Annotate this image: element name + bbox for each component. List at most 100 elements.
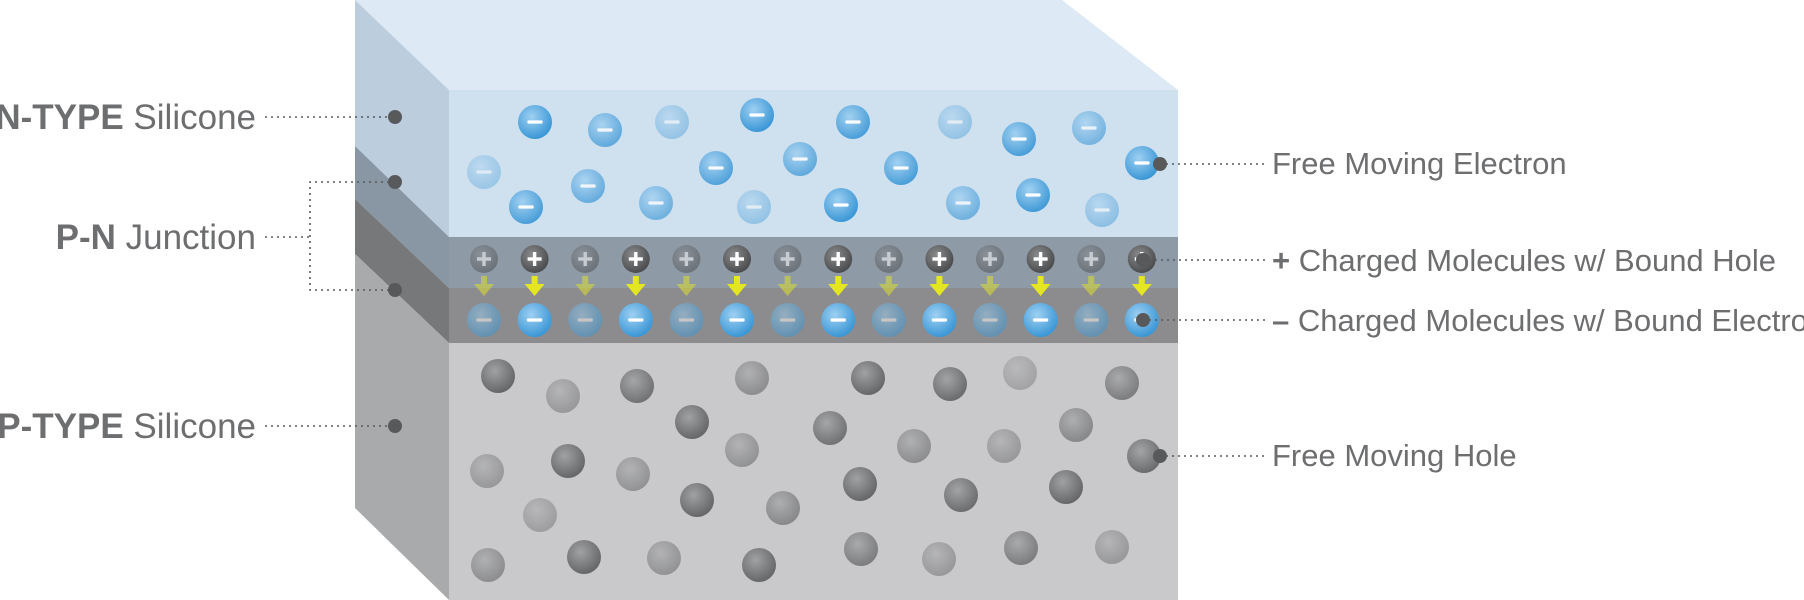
free-electron (938, 105, 972, 139)
free-hole (675, 405, 709, 439)
free-electron (588, 113, 622, 147)
bound-hole-molecule (571, 245, 600, 273)
free-hole (1049, 470, 1083, 504)
free-hole (546, 379, 580, 413)
dot-pn-lower (388, 283, 402, 297)
bound-hole-molecule (621, 245, 650, 273)
bound-electron-molecule (568, 303, 603, 337)
n-layer-side-face (355, 0, 449, 237)
free-electron (509, 190, 543, 224)
charged-hole-label: + Charged Molecules w/ Bound Hole (1272, 245, 1776, 276)
free-hole (987, 429, 1021, 463)
free-hole (647, 541, 681, 575)
bound-hole-molecule (723, 245, 751, 273)
bound-electron-molecule (618, 303, 653, 337)
free-hole (742, 548, 776, 582)
free-hole (470, 454, 504, 488)
bound-electron-molecule (922, 303, 957, 337)
free-hole (1059, 408, 1093, 442)
attraction-arrow (1081, 276, 1102, 296)
charged-electron-text: Charged Molecules w/ Bound Electron (1289, 303, 1804, 338)
free-electron (884, 151, 918, 185)
bound-electron-molecule (871, 303, 906, 337)
charged-electron-symbol: – (1272, 303, 1290, 338)
attraction-arrow (828, 276, 849, 296)
pn-electron-band (449, 288, 1178, 343)
free-electron-label: Free Moving Electron (1272, 146, 1567, 181)
free-electron (836, 105, 870, 139)
pn-junction-label-rest: Junction (115, 218, 256, 257)
junction-molecules (467, 245, 1159, 337)
attraction-arrow (625, 276, 646, 296)
dot-charged-hole (1136, 253, 1150, 267)
bound-hole-molecule (1026, 245, 1055, 273)
free-electrons (467, 98, 1159, 227)
free-electron (1125, 146, 1159, 180)
free-hole (1105, 366, 1139, 400)
free-hole (897, 429, 931, 463)
bound-hole-molecule (976, 245, 1004, 273)
bound-electron-molecule (467, 303, 501, 337)
free-hole (944, 478, 978, 512)
leader-lines (265, 116, 1265, 457)
free-electron (946, 186, 980, 220)
leader-pn-bracket (309, 181, 395, 291)
bound-hole-molecule (773, 245, 802, 273)
free-hole (766, 491, 800, 525)
attraction-arrow (676, 276, 697, 296)
free-holes (470, 356, 1161, 582)
free-electron (740, 98, 774, 132)
attraction-arrow (878, 276, 899, 296)
free-electron (518, 105, 552, 139)
free-hole (616, 457, 650, 491)
attraction-arrow (777, 276, 798, 296)
free-hole (523, 498, 557, 532)
free-electron (783, 142, 817, 176)
bound-electron-molecule (1074, 303, 1109, 337)
free-hole (844, 532, 878, 566)
dot-free-hole (1153, 449, 1167, 463)
bound-electron-molecule (821, 303, 856, 337)
charged-electron-label: – Charged Molecules w/ Bound Electron (1272, 305, 1804, 336)
bound-electron-molecule (517, 303, 552, 337)
free-electron (571, 169, 605, 203)
free-electron (639, 186, 673, 220)
pn-hole-band (449, 237, 1178, 288)
bound-hole-molecule (672, 245, 701, 273)
free-hole (1127, 439, 1161, 473)
bound-hole-molecule (874, 245, 903, 273)
charged-hole-symbol: + (1272, 243, 1291, 278)
bound-hole-molecule (520, 245, 549, 273)
free-hole (481, 359, 515, 393)
charged-hole-text: Charged Molecules w/ Bound Hole (1290, 243, 1777, 278)
attraction-arrow (1030, 276, 1051, 296)
dot-charged-electron (1136, 313, 1150, 327)
attraction-arrow (524, 276, 545, 296)
attraction-arrow (980, 276, 1000, 296)
attraction-arrow (575, 276, 596, 296)
free-hole (725, 433, 759, 467)
free-electron (1072, 111, 1106, 145)
n-layer-top-face (355, 0, 1178, 90)
free-electron (1085, 193, 1119, 227)
bound-electron-molecule (1023, 303, 1058, 337)
bound-electron-molecule (770, 303, 805, 337)
free-electron (699, 151, 733, 185)
free-electron (467, 155, 501, 189)
free-hole (1003, 356, 1037, 390)
dot-free-electron (1153, 157, 1167, 171)
attraction-arrow (474, 276, 494, 296)
bound-electron-molecule (973, 303, 1007, 337)
free-electron (1002, 122, 1036, 156)
pn-junction-label-bold: P-N (55, 218, 116, 257)
pn-electron-side-face (355, 199, 449, 343)
free-hole (843, 467, 877, 501)
free-hole (567, 540, 601, 574)
free-hole (851, 361, 885, 395)
free-hole (551, 444, 585, 478)
free-hole (933, 367, 967, 401)
bound-electron-molecule (669, 303, 704, 337)
p-layer-side-face (355, 254, 449, 600)
